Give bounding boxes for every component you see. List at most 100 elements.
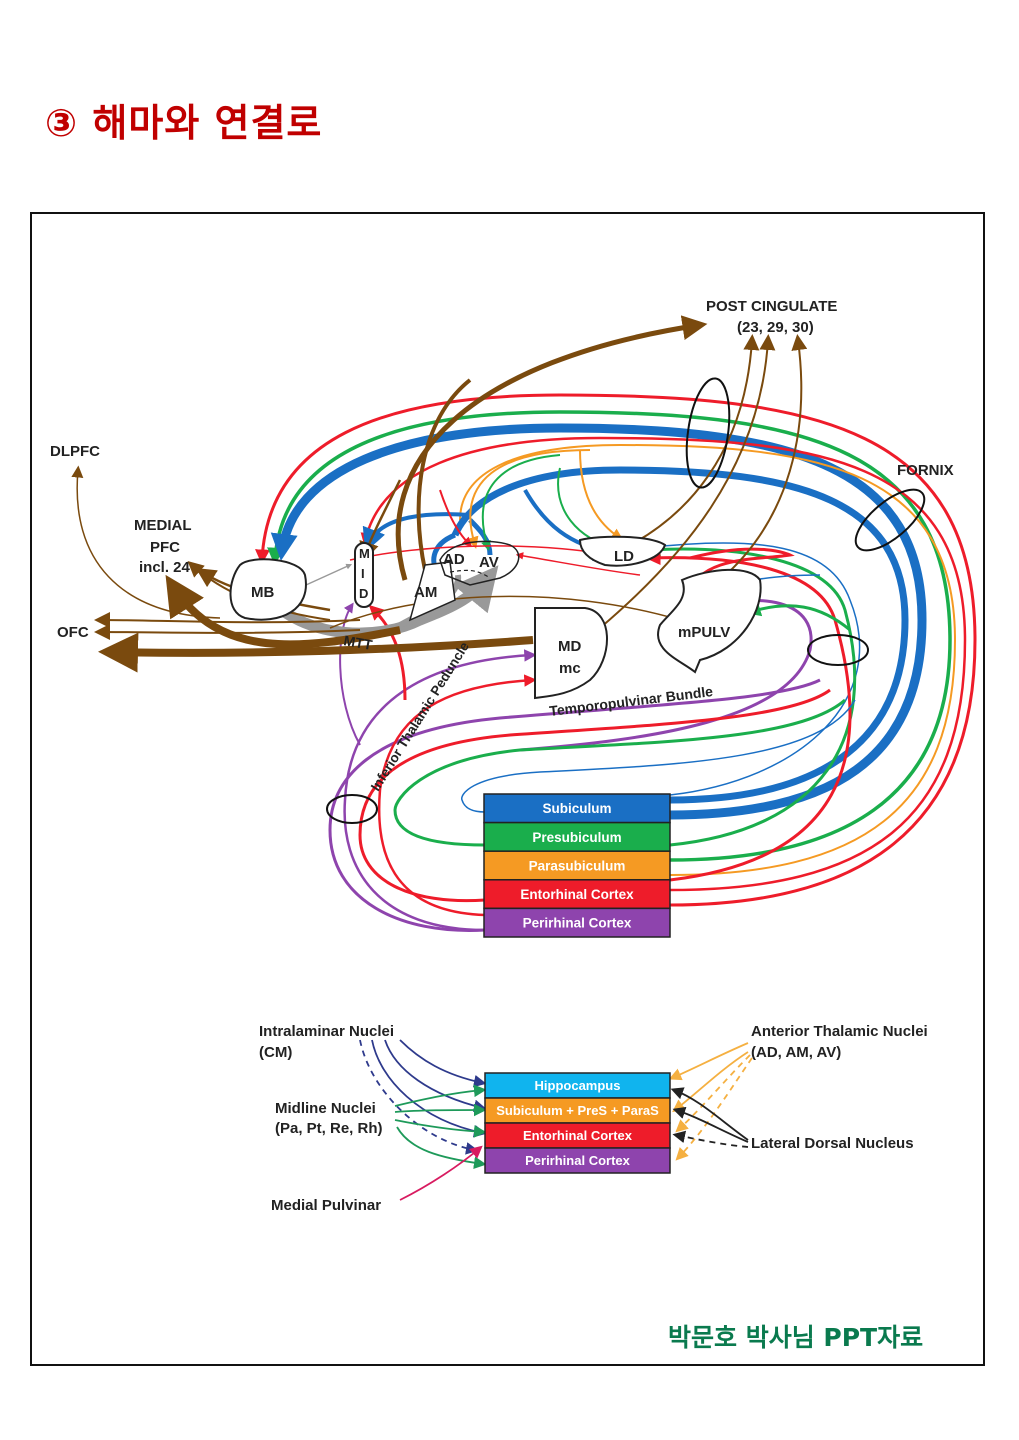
mid-i-label: I [361, 566, 365, 581]
atn-label-2: (AD, AM, AV) [751, 1044, 841, 1061]
tpb-blue [461, 699, 856, 813]
tpb-green [393, 698, 846, 847]
brown-to-ofc-thick [98, 632, 534, 673]
md-label: MD [558, 638, 581, 655]
mid-outline [354, 542, 374, 608]
fornix-blue-main [270, 423, 927, 820]
source-region-box [483, 793, 671, 824]
av-label: AV [479, 554, 499, 571]
midline-label-2: (Pa, Pt, Re, Rh) [275, 1120, 383, 1137]
atn-to-perirhinal-dashed [675, 1057, 753, 1161]
tpb-ring [807, 634, 869, 666]
medial-pulvinar-label: Medial Pulvinar [271, 1197, 381, 1214]
medial-pfc-label-1: MEDIAL [134, 517, 192, 534]
brown-post-cing-2 [599, 334, 776, 629]
green-to-av [481, 454, 561, 551]
blue-thin-ld [642, 542, 861, 796]
source-region-label: Parasubiculum [529, 858, 626, 873]
red-mpulv [683, 547, 795, 600]
brown-dlpfc [71, 465, 221, 619]
brown-to-mid [359, 479, 402, 563]
post-cingulate-label: POST CINGULATE [706, 298, 837, 315]
lateral-returns [519, 541, 861, 882]
source-region-box [483, 907, 671, 938]
cm-to-perirhinal-dashed [359, 1039, 479, 1155]
tpb-purple [328, 678, 821, 932]
midline-to-hippocampus [394, 1084, 487, 1107]
input-target-box [484, 1122, 671, 1149]
brown-post-cing-1 [609, 334, 760, 556]
inputs-arrows [359, 1039, 753, 1201]
brown-ofc-1 [94, 612, 361, 629]
red-ld [645, 550, 852, 882]
input-target-label: Perirhinal Cortex [525, 1153, 631, 1168]
atn-to-entorhinal-dashed [675, 1054, 751, 1133]
mb-label: MB [251, 584, 274, 601]
cm-to-entorhinal [371, 1039, 487, 1138]
brown-ofc-2 [94, 624, 361, 641]
medial-pfc-label-3: incl. 24 [139, 559, 191, 576]
input-target-label: Entorhinal Cortex [523, 1128, 633, 1143]
medial-pfc-label-2: PFC [150, 539, 180, 556]
ad-av-outline [439, 540, 520, 586]
fornix-orange [459, 443, 957, 876]
mpulv-outline [657, 568, 762, 674]
brown-to-post-cingulate [395, 315, 708, 581]
lower-loops [328, 602, 856, 932]
intralaminar-label-1: Intralaminar Nuclei [259, 1023, 394, 1040]
source-region-label: Entorhinal Cortex [520, 887, 634, 902]
ld-to-subiculum [672, 1106, 749, 1143]
atn-label-1: Anterior Thalamic Nuclei [751, 1023, 928, 1040]
intralaminar-label-2: (CM) [259, 1044, 292, 1061]
purple-mpulv [519, 598, 813, 752]
mid-m-label: M [359, 546, 370, 561]
midline-to-perirhinal [396, 1126, 487, 1169]
credit-text: 박문호 박사님 PPT자료 [668, 1323, 924, 1352]
brown-post-cing-3 [719, 334, 808, 581]
atn-to-subiculum [672, 1051, 749, 1113]
page-title: ③ 해마와 연결로 [45, 101, 323, 145]
dlpfc-label: DLPFC [50, 443, 100, 460]
orange-to-ld [579, 449, 624, 541]
fornix-green [267, 410, 952, 862]
midline-label-1: Midline Nuclei [275, 1100, 376, 1117]
red-to-av-side [515, 552, 641, 576]
fornix-label: FORNIX [897, 462, 954, 479]
midline-to-entorhinal [394, 1119, 487, 1138]
source-region-label: Subiculum [542, 801, 611, 816]
source-region-label: Perirhinal Cortex [523, 916, 632, 931]
am-label: AM [414, 584, 437, 601]
midline-to-subiculum [394, 1103, 487, 1117]
itp-purple-to-mid [339, 602, 361, 746]
cm-to-hippocampus [399, 1039, 487, 1088]
itp-ring [326, 794, 378, 824]
mc-label: mc [559, 660, 581, 677]
orange-to-av [466, 449, 591, 549]
ld-outline [578, 535, 667, 567]
pulvinar-to-perirhinal [399, 1145, 483, 1201]
nuclei [229, 535, 762, 700]
mtt-label: MTT [342, 632, 374, 653]
post-cingulate-areas-label: (23, 29, 30) [737, 319, 814, 336]
brown-am-to-post-cing [416, 378, 472, 571]
blue-to-av [468, 518, 493, 556]
tpb-red [358, 688, 831, 903]
fornix-ring [854, 488, 926, 552]
fornix-red-outer [255, 393, 977, 907]
source-stack: SubiculumPresubiculumParasubiculumEntorh… [483, 793, 671, 938]
md-outline [534, 607, 608, 700]
mpulv-label: mPULV [678, 624, 730, 641]
brown-to-mpulv [329, 595, 685, 629]
cm-to-subiculum [384, 1039, 487, 1112]
post-cingulate-bundle-ring [685, 377, 731, 489]
input-target-label: Subiculum + PreS + ParaS [496, 1103, 659, 1118]
itp-label: Inferior Thalamic Peduncle [368, 639, 472, 794]
source-region-label: Presubiculum [532, 830, 621, 845]
ad-label: AD [443, 551, 465, 568]
ld-to-entorhinal-dashed [672, 1130, 749, 1148]
ld-label: LD [614, 548, 634, 565]
ofc-label: OFC [57, 624, 89, 641]
ad-av-divider [449, 569, 491, 579]
